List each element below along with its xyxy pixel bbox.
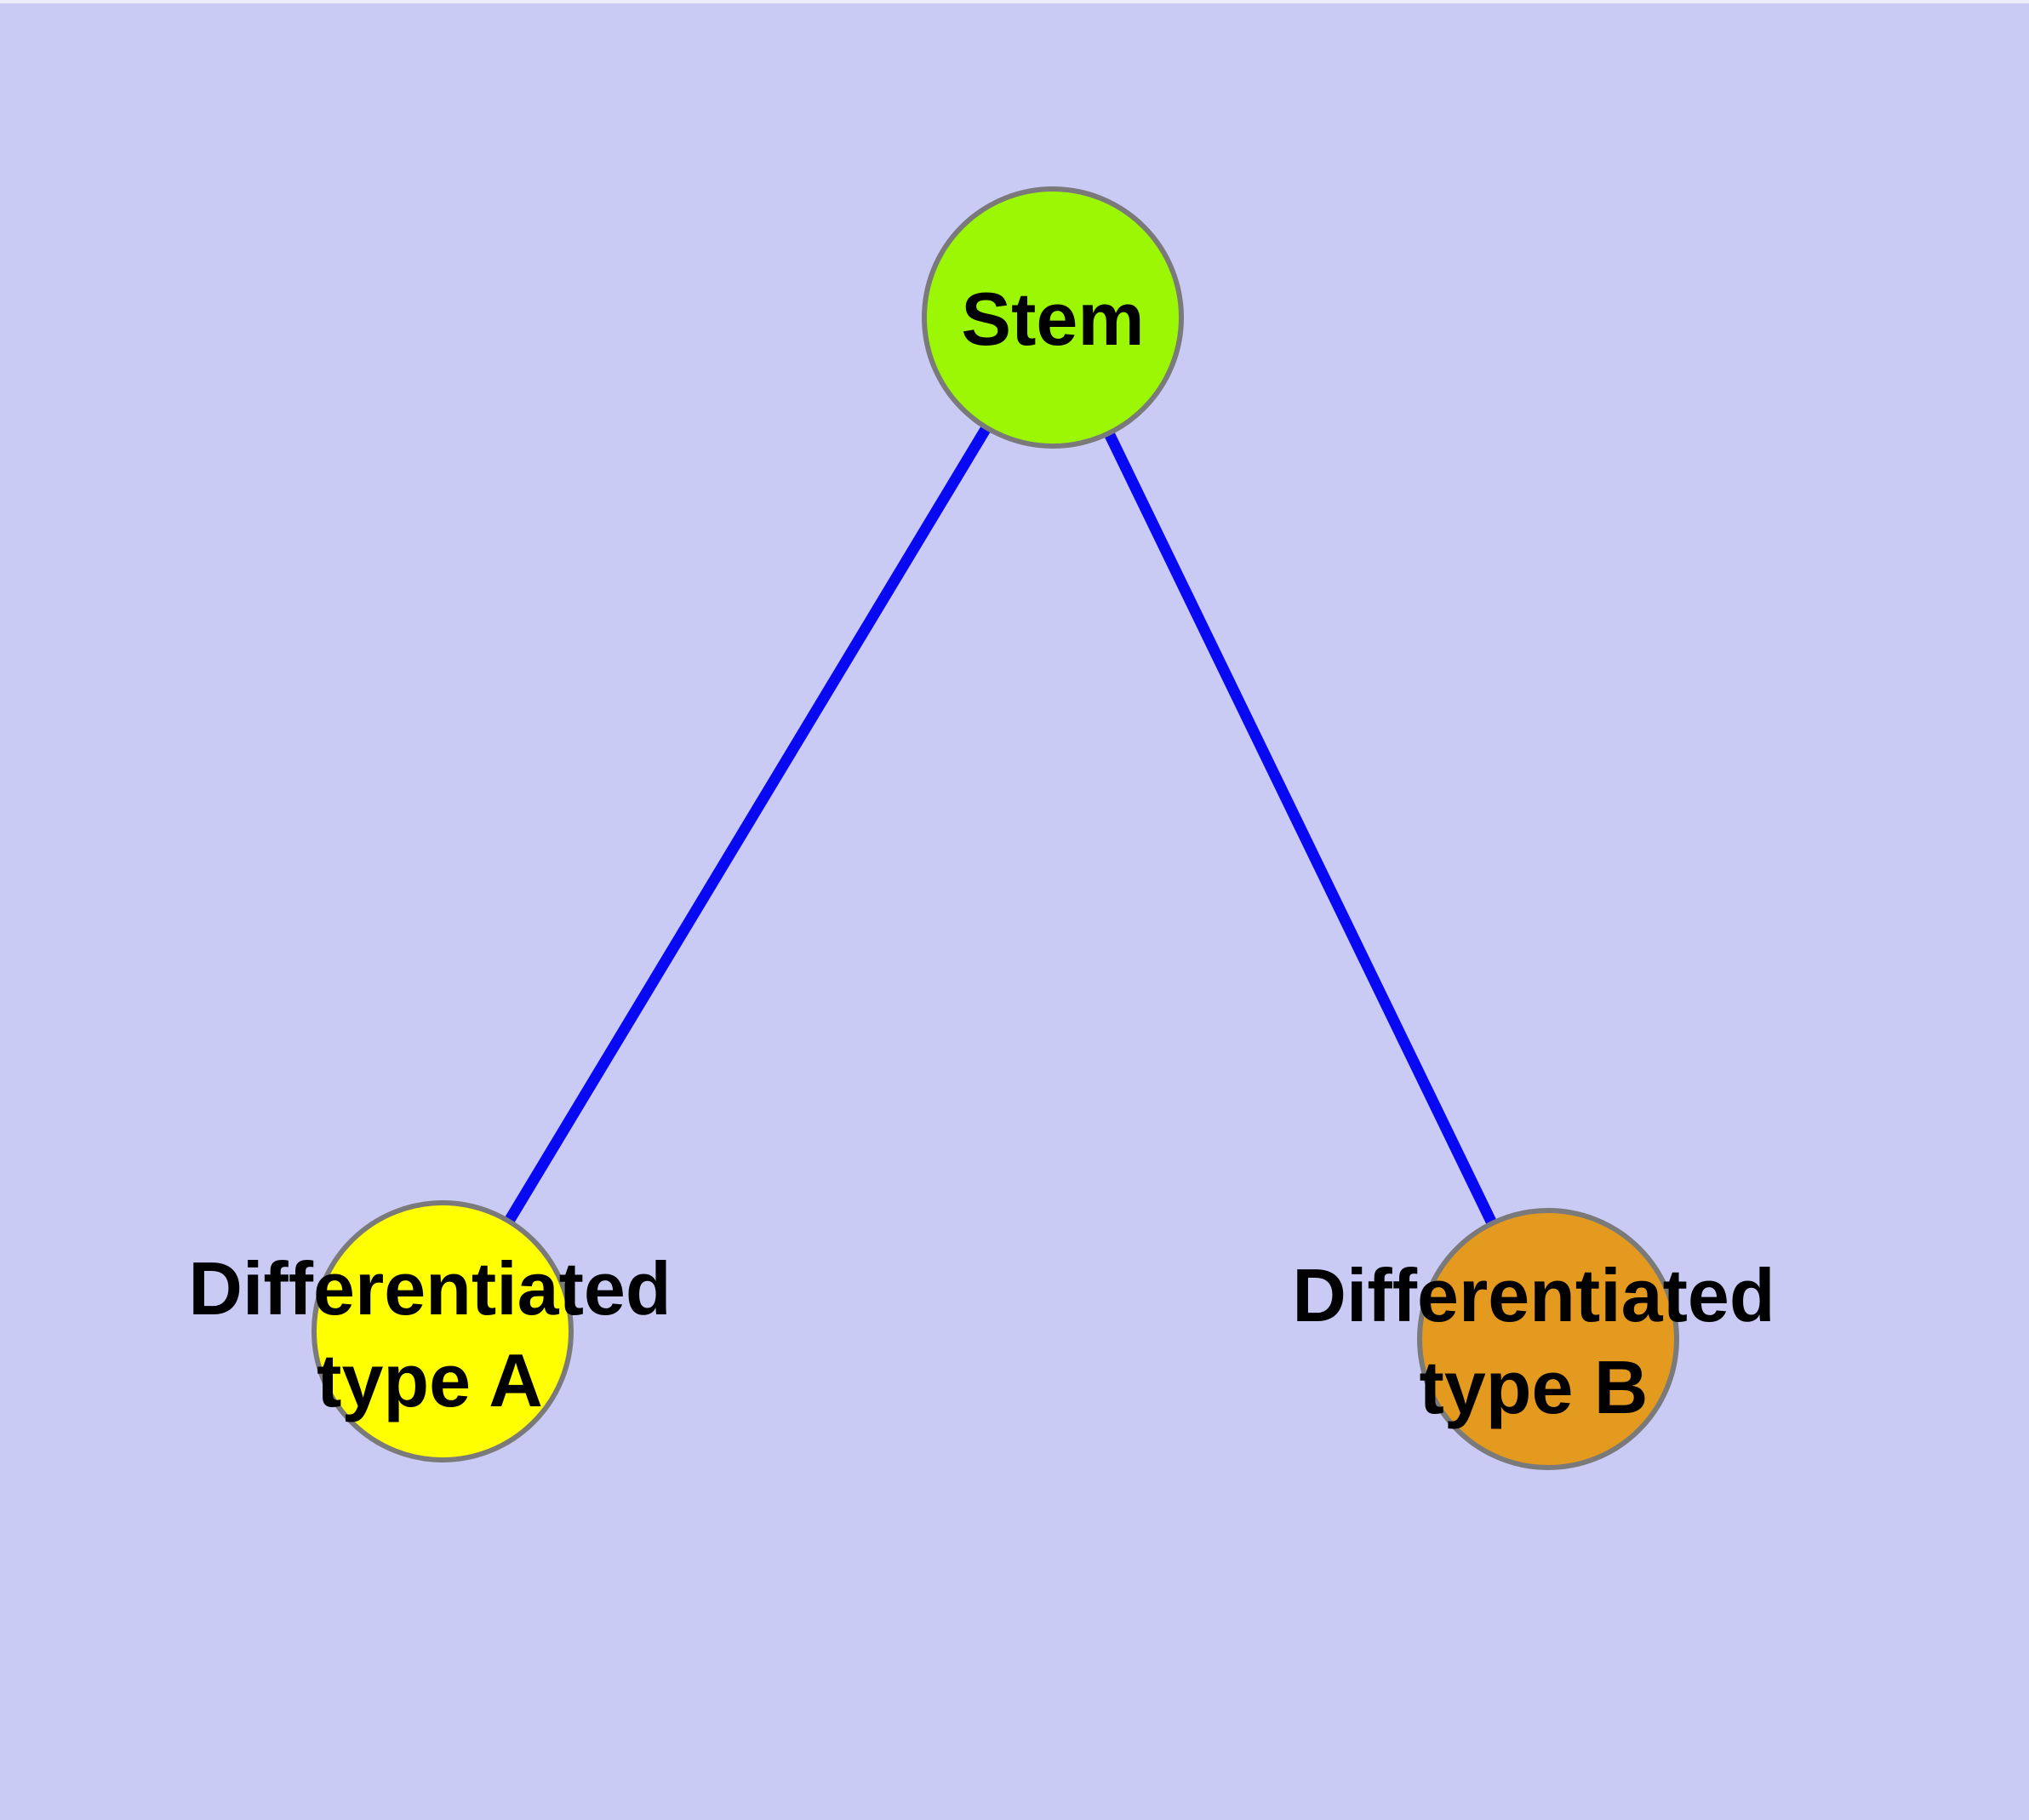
edge-stem-to-type-a [437, 314, 1058, 1335]
node-differentiated-type-b-label: Differentiated type B [1292, 1253, 1775, 1429]
node-stem-circle [922, 186, 1184, 449]
top-edge-highlight [0, 0, 2029, 3]
node-stem-label: Stem [961, 277, 1145, 361]
node-differentiated-type-a-circle [311, 1200, 574, 1462]
node-differentiated-type-a-label: Differentiated type A [188, 1246, 672, 1422]
edge-stem-to-type-b [1048, 315, 1553, 1342]
node-differentiated-type-b-circle [1417, 1208, 1679, 1470]
